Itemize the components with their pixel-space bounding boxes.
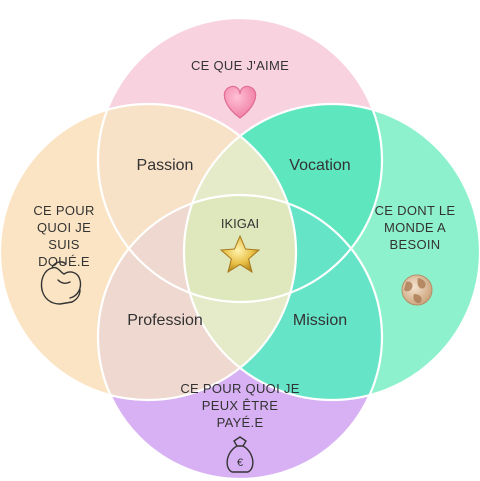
label-ce-que-j-aime: CE QUE J'AIME [190,58,290,73]
money-bag-icon: € [226,436,254,473]
overlap-left-right-region [184,104,296,400]
label-ikigai: IKIGAI [220,216,260,231]
star-icon [219,234,261,274]
heart-icon [223,85,257,119]
label-profession: Profession [127,312,203,329]
globe-icon [401,274,433,306]
svg-text:€: € [237,457,243,469]
label-vocation: Vocation [289,157,351,174]
label-paye: CE POUR QUOI JE PEUX ÊTRE PAYÉ.E [180,381,300,430]
label-besoin: CE DONT LE MONDE A BESOIN [374,203,456,252]
flexed-arm-icon [40,261,82,305]
label-mission: Mission [292,312,348,329]
label-passion: Passion [136,157,194,174]
label-doue: CE POUR QUOI JE SUIS DOUÉ.E [33,203,95,269]
